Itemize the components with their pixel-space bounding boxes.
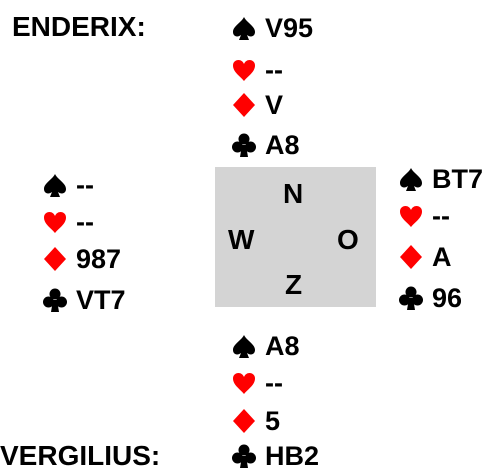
diamond-icon — [231, 92, 257, 118]
diamond-icon — [398, 244, 424, 270]
north-spades-row: V95 — [231, 11, 313, 45]
east-spades-cards: BT7 — [432, 164, 484, 194]
east-diamonds-cards: A — [432, 242, 452, 272]
west-spades-row: -- — [42, 168, 94, 202]
heart-icon — [231, 57, 257, 83]
south-spades-cards: A8 — [265, 331, 300, 361]
east-spades-row: BT7 — [398, 162, 483, 196]
compass-north: N — [283, 178, 304, 209]
north-clubs-cards: A8 — [265, 130, 300, 160]
compass-table: N W O Z — [215, 167, 376, 307]
north-hearts-cards: -- — [265, 55, 283, 85]
west-hearts-cards: -- — [76, 207, 94, 237]
club-icon — [231, 132, 257, 158]
south-diamonds-cards: 5 — [265, 406, 281, 436]
south-hearts-cards: -- — [265, 368, 283, 398]
diamond-icon — [42, 246, 68, 272]
compass-east: O — [337, 224, 359, 255]
south-spades-row: A8 — [231, 329, 300, 363]
north-hearts-row: -- — [231, 53, 283, 87]
south-clubs-row: HB2 — [231, 439, 319, 473]
spade-icon — [231, 333, 257, 359]
club-icon — [42, 287, 68, 313]
south-hearts-row: -- — [231, 366, 283, 400]
spade-icon — [231, 15, 257, 41]
west-diamonds-row: 987 — [42, 242, 121, 276]
heart-icon — [42, 209, 68, 235]
club-icon — [231, 443, 257, 469]
south-clubs-cards: HB2 — [265, 441, 320, 471]
west-diamonds-cards: 987 — [76, 244, 122, 274]
west-clubs-cards: VT7 — [76, 285, 126, 315]
east-hearts-cards: -- — [432, 201, 450, 231]
south-player-name: VERGILIUS: — [0, 440, 161, 471]
east-hearts-row: -- — [398, 199, 450, 233]
east-clubs-cards: 96 — [432, 283, 463, 313]
south-diamonds-row: 5 — [231, 404, 280, 438]
north-spades-cards: V95 — [265, 13, 314, 43]
west-hearts-row: -- — [42, 205, 94, 239]
club-icon — [398, 285, 424, 311]
north-player-name: ENDERIX: — [12, 11, 146, 42]
north-diamonds-cards: V — [265, 90, 284, 120]
compass-west: W — [228, 224, 255, 255]
compass-south: Z — [285, 269, 303, 300]
spade-icon — [398, 166, 424, 192]
diamond-icon — [231, 408, 257, 434]
east-clubs-row: 96 — [398, 281, 462, 315]
north-clubs-row: A8 — [231, 128, 300, 162]
spade-icon — [42, 172, 68, 198]
north-diamonds-row: V — [231, 88, 283, 122]
west-spades-cards: -- — [76, 170, 94, 200]
west-clubs-row: VT7 — [42, 283, 126, 317]
east-diamonds-row: A — [398, 240, 452, 274]
heart-icon — [398, 203, 424, 229]
heart-icon — [231, 370, 257, 396]
